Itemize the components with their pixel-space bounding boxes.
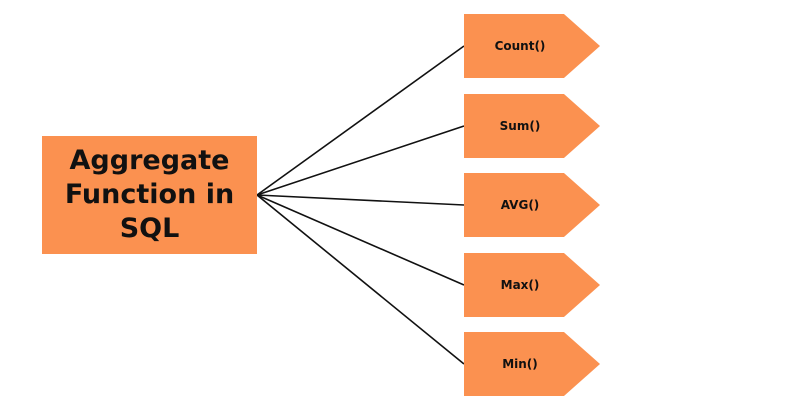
root-node-label: Aggregate Function in SQL	[64, 145, 235, 244]
function-node-label: Count()	[494, 39, 546, 53]
function-node-label: Min()	[502, 357, 538, 371]
connector-line-count	[256, 45, 465, 196]
connector-line-sum	[256, 125, 465, 196]
function-node-label: AVG()	[500, 198, 540, 212]
root-node: Aggregate Function in SQL	[42, 136, 257, 254]
function-node-label: Sum()	[499, 119, 541, 133]
connector-line-avg	[256, 194, 465, 206]
connector-line-max	[256, 194, 465, 286]
function-node-label: Max()	[500, 278, 540, 292]
connector-line-min	[256, 194, 465, 365]
